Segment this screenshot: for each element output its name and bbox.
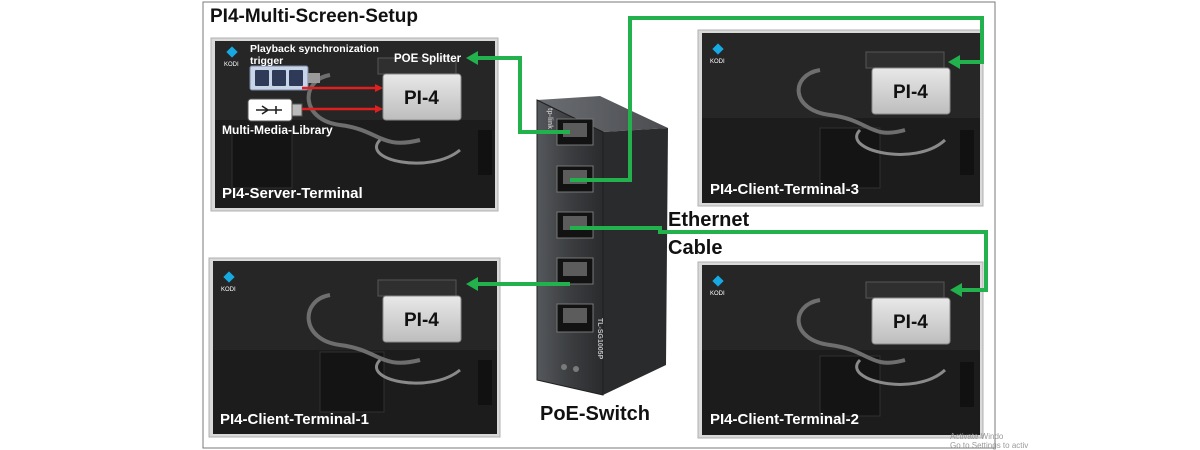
watermark-line-1: Activate Windo <box>950 432 1004 441</box>
playback-trigger-label: Playback synchronization <box>250 43 379 55</box>
watermark-line-2: Go to Settings to activ <box>950 441 1028 450</box>
media-library-label: Multi-Media-Library <box>222 123 333 137</box>
cable-coil <box>375 138 461 165</box>
cable-to-client-3 <box>570 16 984 182</box>
cable-arrow <box>948 55 960 69</box>
poe-splitter-label: POE Splitter <box>394 53 462 65</box>
cable-to-client-2 <box>570 226 988 292</box>
trigger-key <box>289 70 303 86</box>
cable-coil <box>855 358 947 386</box>
switch-led <box>561 364 567 370</box>
keypad-connector <box>308 73 320 83</box>
client-terminal-1-panel: KODI PI-4 PI4-Client-Terminal-1 <box>208 257 501 438</box>
ethernet-label-2: Cable <box>668 237 722 259</box>
kodi-logo-icon: KODI <box>710 275 725 297</box>
poe-splitter-box <box>865 281 945 299</box>
ethernet-port-4 <box>556 257 594 285</box>
cable-arrow <box>466 51 478 65</box>
cable-coil <box>375 358 461 385</box>
pi4-case <box>382 295 462 343</box>
panel-cutout <box>819 127 881 189</box>
kodi-logo-icon: KODI <box>710 43 725 65</box>
panel-cutout <box>319 351 385 413</box>
poe-switch: tp-link TL-SG1005P PoE-Switch <box>536 96 668 425</box>
svg-text:KODI: KODI <box>221 287 236 293</box>
pi4-label: PI-4 <box>893 312 928 333</box>
ethernet-port-3 <box>556 211 594 239</box>
cable-coil <box>796 298 906 365</box>
switch-brand: tp-link <box>546 108 553 129</box>
panel-side-bracket <box>478 360 492 405</box>
trigger-key <box>255 70 269 86</box>
pi4-label: PI-4 <box>893 82 928 103</box>
panel-side-bracket <box>960 130 974 175</box>
usb-drive-icon <box>247 98 303 122</box>
terminal-label: PI4-Client-Terminal-3 <box>710 181 859 198</box>
playback-trigger-keypad <box>249 65 320 91</box>
cable-coil <box>306 293 421 365</box>
switch-label: PoE-Switch <box>540 403 650 425</box>
diagram-title: PI4-Multi-Screen-Setup <box>210 6 418 27</box>
cable-coil <box>855 128 947 156</box>
terminal-label: PI4-Client-Terminal-1 <box>220 411 369 428</box>
switch-model: TL-SG1005P <box>596 318 603 360</box>
server-terminal-panel: KODI Playback synchronization trigger Mu… <box>210 37 499 212</box>
client-terminal-3-panel: KODI PI-4 PI4-Client-Terminal-3 <box>697 29 984 207</box>
pi4-label: PI-4 <box>404 88 439 109</box>
playback-trigger-label-2: trigger <box>250 55 283 67</box>
cable-coil <box>796 68 906 135</box>
usb-signal-arrow <box>375 84 383 92</box>
panel-cutout <box>819 355 881 417</box>
terminal-label: PI4-Server-Terminal <box>222 185 363 202</box>
kodi-logo-icon: KODI <box>224 46 239 68</box>
cable-arrow <box>950 283 962 297</box>
poe-splitter-box <box>377 279 457 297</box>
pi4-case <box>382 73 462 121</box>
kodi-logo-icon: KODI <box>221 271 236 293</box>
switch-top-face <box>537 96 668 132</box>
pi4-label: PI-4 <box>404 310 439 331</box>
client-terminal-2-panel: KODI PI-4 PI4-Client-Terminal-2 <box>697 261 984 439</box>
svg-text:KODI: KODI <box>224 62 239 68</box>
svg-text:KODI: KODI <box>710 59 725 65</box>
panel-side-bracket <box>960 362 974 407</box>
switch-side-face <box>603 128 668 395</box>
cable-arrow <box>466 277 478 291</box>
usb-signal-arrow <box>375 105 383 113</box>
cable-to-server <box>478 56 570 134</box>
ethernet-label: Ethernet <box>668 209 749 231</box>
svg-text:KODI: KODI <box>710 291 725 297</box>
ethernet-port-5 <box>556 303 594 333</box>
terminal-label: PI4-Client-Terminal-2 <box>710 411 859 428</box>
poe-splitter-box <box>865 51 945 69</box>
pi4-case <box>871 297 951 345</box>
switch-led <box>573 366 579 372</box>
pi4-case <box>871 67 951 115</box>
panel-cutout <box>231 127 293 189</box>
ethernet-cables <box>478 16 988 292</box>
panel-side-bracket <box>478 130 492 175</box>
trigger-key <box>272 70 286 86</box>
